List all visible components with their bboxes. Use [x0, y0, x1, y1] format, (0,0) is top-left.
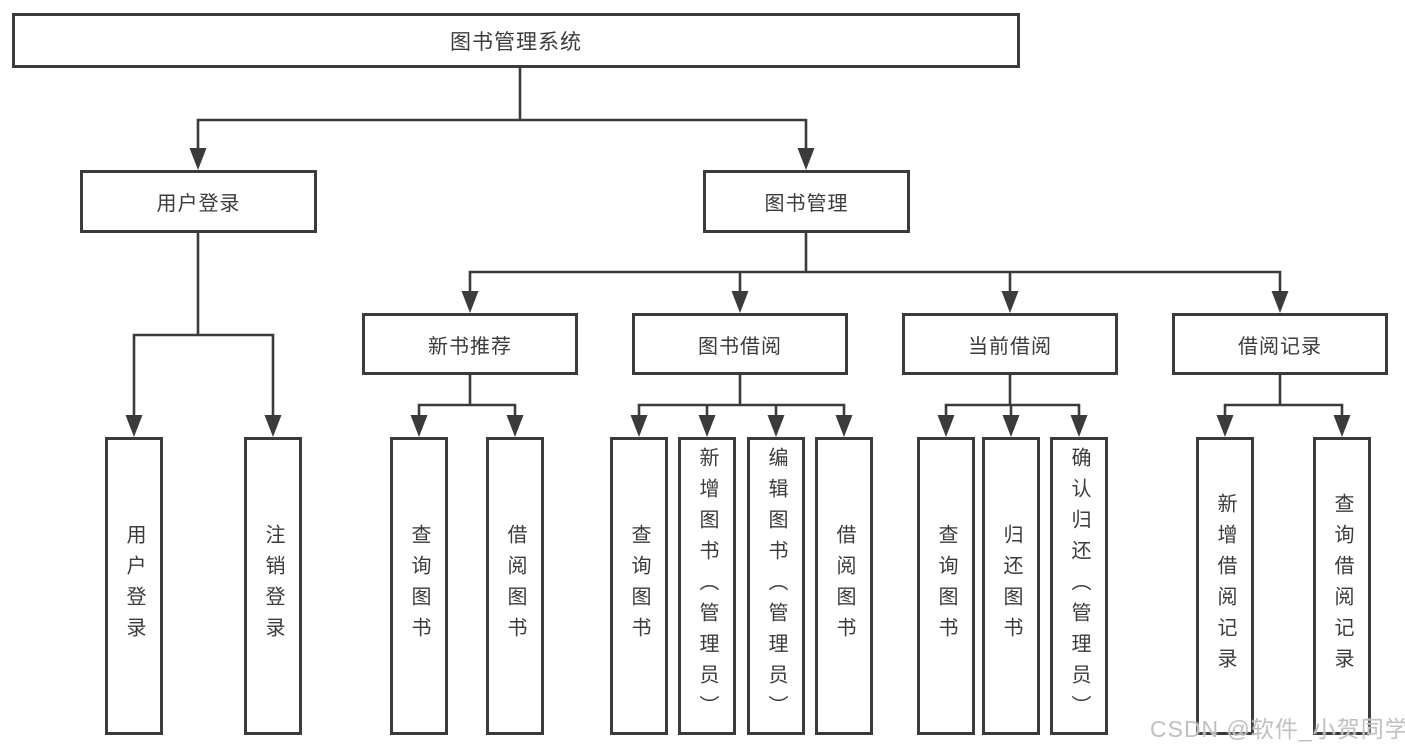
node-library-management-system: 图书管理系统	[12, 13, 1020, 68]
leaf-query-books-recommend: 查询图书	[390, 437, 448, 735]
leaf-user-login: 用户登录	[105, 437, 163, 735]
connector-user-login-children	[125, 233, 282, 437]
connector-book-management-children	[461, 233, 1289, 313]
node-current-borrow: 当前借阅	[902, 313, 1118, 375]
leaf-borrow-books: 借阅图书	[815, 437, 873, 735]
leaf-add-borrow-record: 新增借阅记录	[1196, 437, 1254, 735]
leaf-borrow-books-recommend: 借阅图书	[486, 437, 544, 735]
node-book-management: 图书管理	[703, 170, 910, 233]
leaf-logout: 注销登录	[244, 437, 302, 735]
leaf-edit-books-admin: 编辑图书（管理员）	[747, 437, 805, 735]
node-borrow-records: 借阅记录	[1172, 313, 1388, 375]
connector-root-to-level2	[189, 68, 815, 170]
node-new-book-recommend: 新书推荐	[362, 313, 578, 375]
leaf-query-books-borrow: 查询图书	[610, 437, 668, 735]
connector-borrow-records-children	[1216, 375, 1351, 437]
node-user-login: 用户登录	[80, 170, 317, 233]
connector-book-borrow-children	[630, 375, 853, 437]
connector-current-borrow-children	[937, 375, 1088, 437]
leaf-return-books: 归还图书	[982, 437, 1040, 735]
leaf-add-books-admin: 新增图书（管理员）	[678, 437, 736, 735]
node-book-borrow: 图书借阅	[632, 313, 848, 375]
leaf-query-books-current: 查询图书	[917, 437, 975, 735]
leaf-query-borrow-record: 查询借阅记录	[1313, 437, 1371, 735]
connector-new-book-recommend-children	[410, 375, 524, 437]
leaf-confirm-return-admin: 确认归还（管理员）	[1050, 437, 1108, 735]
csdn-watermark: CSDN @软件_小贺同学	[1150, 716, 1405, 742]
